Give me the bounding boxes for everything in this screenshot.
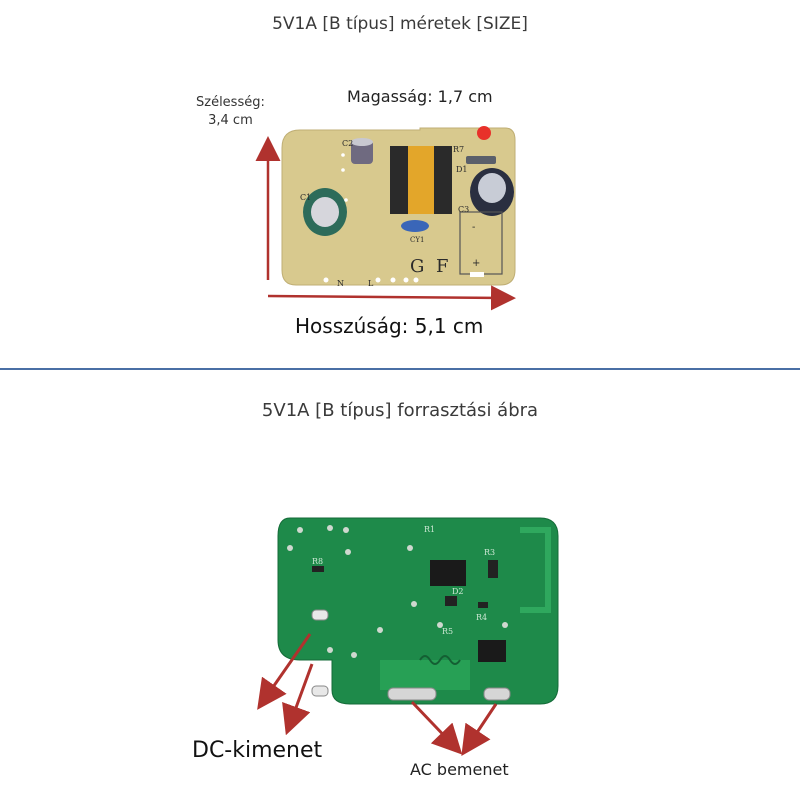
- ac-input-label: AC bemenet: [410, 760, 509, 779]
- marking-n: N: [337, 279, 344, 288]
- height-label: Magasság: 1,7 cm: [347, 87, 493, 106]
- marking-g: G: [410, 256, 424, 277]
- width-label-value: 3,4 cm: [208, 113, 253, 128]
- capacitor-c2: [351, 140, 373, 164]
- marking-c2: C2: [342, 139, 353, 148]
- marking-c3: C3: [458, 205, 469, 214]
- section-divider: [0, 368, 800, 370]
- marking-c1: C1: [300, 193, 311, 202]
- diode-d1: [466, 156, 496, 164]
- beige-pcb: [281, 126, 516, 286]
- dc-arrow-1: [257, 633, 312, 710]
- width-label-title: Szélesség:: [196, 95, 265, 110]
- marking-l: L: [368, 279, 374, 288]
- marking-r5: R5: [442, 627, 453, 636]
- marking-r7: R7: [453, 145, 464, 154]
- led-indicator: [477, 126, 491, 140]
- ac-arrow-1: [410, 700, 463, 755]
- marking-d1: D1: [456, 165, 468, 174]
- marking-r3: R3: [484, 548, 495, 557]
- marking-r4: R4: [476, 613, 487, 622]
- green-pcb: [277, 517, 559, 705]
- transformer-coil: [408, 146, 434, 214]
- capacitor-cy1: [401, 220, 429, 232]
- marking-minus: -: [472, 222, 475, 233]
- marking-cy1: CY1: [410, 236, 424, 244]
- length-label: Hosszúság: 5,1 cm: [295, 314, 484, 338]
- marking-plus: +: [472, 258, 480, 269]
- bottom-section-title: 5V1A [B típus] forrasztási ábra: [261, 400, 539, 421]
- ac-arrow-2: [461, 703, 498, 756]
- marking-r1: R1: [424, 525, 435, 534]
- top-section-title: 5V1A [B típus] méretek [SIZE]: [272, 14, 528, 34]
- dc-output-label: DC-kimenet: [192, 738, 323, 763]
- marking-f: F: [436, 256, 449, 277]
- ic-bridge: [478, 640, 506, 662]
- length-arrow: [267, 285, 516, 311]
- ic-d2: [445, 596, 457, 606]
- width-label: Szélesség: 3,4 cm: [196, 94, 265, 130]
- dc-arrow-2: [282, 663, 314, 736]
- ic-main: [430, 560, 466, 586]
- marking-r8: R8: [312, 557, 323, 566]
- marking-d2: D2: [452, 587, 464, 596]
